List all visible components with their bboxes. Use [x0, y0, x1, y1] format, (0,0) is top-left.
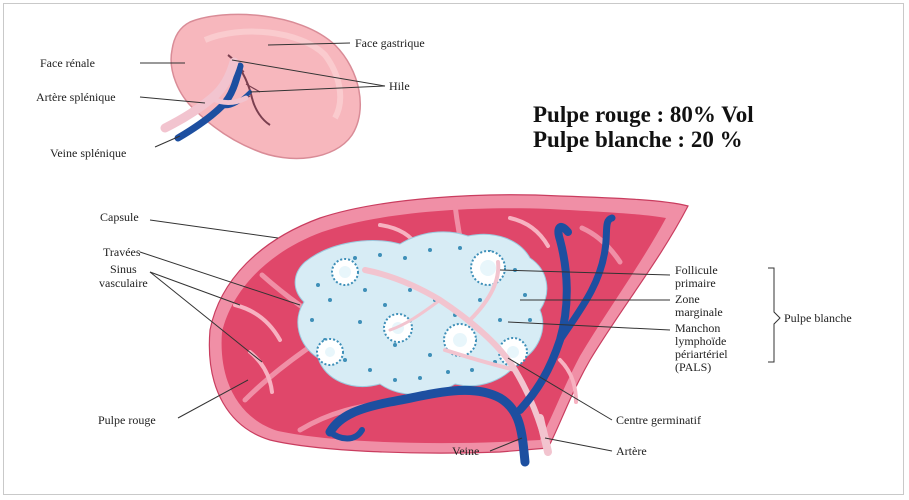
stat-pulpe-blanche: Pulpe blanche : 20 % — [533, 127, 743, 152]
label-artere-splenique: Artère splénique — [36, 90, 116, 104]
label-sinus-line2: vasculaire — [99, 276, 148, 290]
label-centre-germinatif: Centre germinatif — [616, 413, 701, 427]
label-pulpe-rouge: Pulpe rouge — [98, 413, 156, 427]
label-manchon-line2: lymphoïde — [675, 334, 726, 348]
label-veine-splenique: Veine splénique — [50, 146, 126, 160]
label-face-gastrique: Face gastrique — [355, 36, 425, 50]
label-hile: Hile — [389, 79, 410, 93]
label-pulpe-blanche: Pulpe blanche — [784, 311, 852, 325]
label-artere: Artère — [616, 444, 647, 458]
label-face-renale: Face rénale — [40, 56, 95, 70]
label-manchon-line1: Manchon — [675, 321, 720, 335]
label-follicule-line1: Follicule — [675, 263, 718, 277]
label-manchon-line4: (PALS) — [675, 360, 711, 374]
label-veine: Veine — [452, 444, 479, 458]
label-zone-line1: Zone — [675, 292, 700, 306]
stat-pulpe-rouge: Pulpe rouge : 80% Vol — [533, 102, 754, 127]
spleen-external-diagram — [165, 14, 360, 158]
label-travees: Travées — [103, 245, 141, 259]
label-zone-line2: marginale — [675, 305, 723, 319]
label-sinus-line1: Sinus — [110, 262, 137, 276]
label-manchon-line3: périartériel — [675, 347, 728, 361]
spleen-outline — [171, 14, 360, 158]
label-capsule: Capsule — [100, 210, 139, 224]
label-follicule-line2: primaire — [675, 276, 716, 290]
